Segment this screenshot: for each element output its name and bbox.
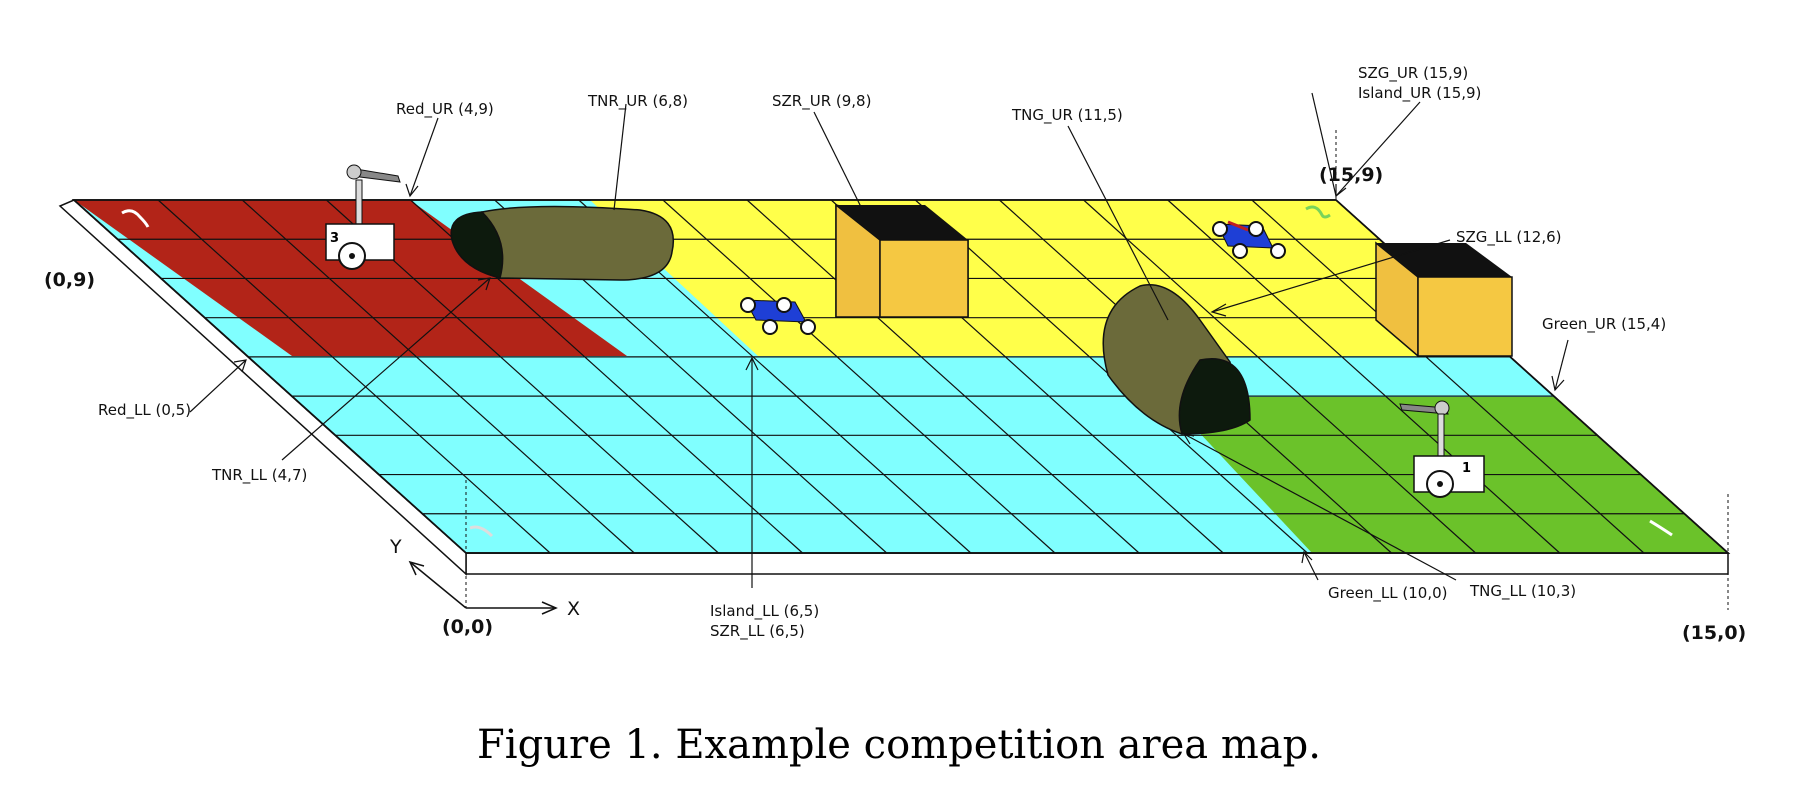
grid-column-line xyxy=(241,199,635,554)
field-slab-front xyxy=(465,552,1729,575)
red-start-marker xyxy=(121,209,150,228)
yellow-corner-marker xyxy=(1305,205,1331,219)
label-tnr-ll: TNR_LL (4,7) xyxy=(211,466,307,485)
label-szg-ll: SZG_LL (12,6) xyxy=(1456,228,1562,247)
grid-column-line xyxy=(157,199,551,554)
tunnel-red xyxy=(450,205,674,281)
field-outline xyxy=(71,199,1731,554)
corner-origin-label: (0,0) xyxy=(442,616,493,638)
label-green-ll: Green_LL (10,0) xyxy=(1328,584,1448,603)
robot-3-number: 3 xyxy=(330,231,339,246)
axes xyxy=(408,560,558,615)
y-axis-arrow xyxy=(409,561,467,609)
corner-bottom-right-label: (15,0) xyxy=(1682,622,1746,644)
grid-column-line xyxy=(1083,199,1477,554)
label-szg-ur: SZG_UR (15,9) xyxy=(1358,64,1468,83)
annotation-leaders xyxy=(189,92,1569,588)
label-szr-ll: SZR_LL (6,5) xyxy=(710,622,805,641)
grid-column-line xyxy=(1167,199,1561,554)
car-island xyxy=(740,297,816,335)
label-green-ur: Green_UR (15,4) xyxy=(1542,315,1666,334)
grid-column-line xyxy=(1251,199,1645,554)
grid-column-line xyxy=(746,199,1140,554)
green-corner-marker xyxy=(1649,519,1673,537)
label-tng-ur: TNG_UR (11,5) xyxy=(1011,106,1123,125)
grid-column-line xyxy=(662,199,1056,554)
corner-top-left-label: (0,9) xyxy=(44,269,95,291)
robot-1-number: 1 xyxy=(1462,461,1471,476)
y-axis-label: Y xyxy=(389,536,402,558)
label-red-ll: Red_LL (0,5) xyxy=(98,401,191,420)
corner-top-right-label: (15,9) xyxy=(1319,164,1383,186)
green-start-marker xyxy=(469,525,494,538)
label-island-ll: Island_LL (6,5) xyxy=(710,602,819,621)
label-tnr-ur: TNR_UR (6,8) xyxy=(587,92,688,111)
szr-box xyxy=(835,203,969,318)
label-tng-ll: TNG_LL (10,3) xyxy=(1469,582,1576,601)
tunnel-green xyxy=(1102,284,1251,435)
robot-1: 1 xyxy=(1399,400,1485,498)
label-szr-ur: SZR_UR (9,8) xyxy=(772,92,871,111)
robot-3: 3 xyxy=(325,164,401,270)
label-island-ur: Island_UR (15,9) xyxy=(1358,84,1481,103)
figure-caption: Figure 1. Example competition area map. xyxy=(477,722,1321,768)
x-axis-label: X xyxy=(567,598,580,620)
car-green xyxy=(1212,220,1286,259)
label-red-ur: Red_UR (4,9) xyxy=(396,100,494,119)
